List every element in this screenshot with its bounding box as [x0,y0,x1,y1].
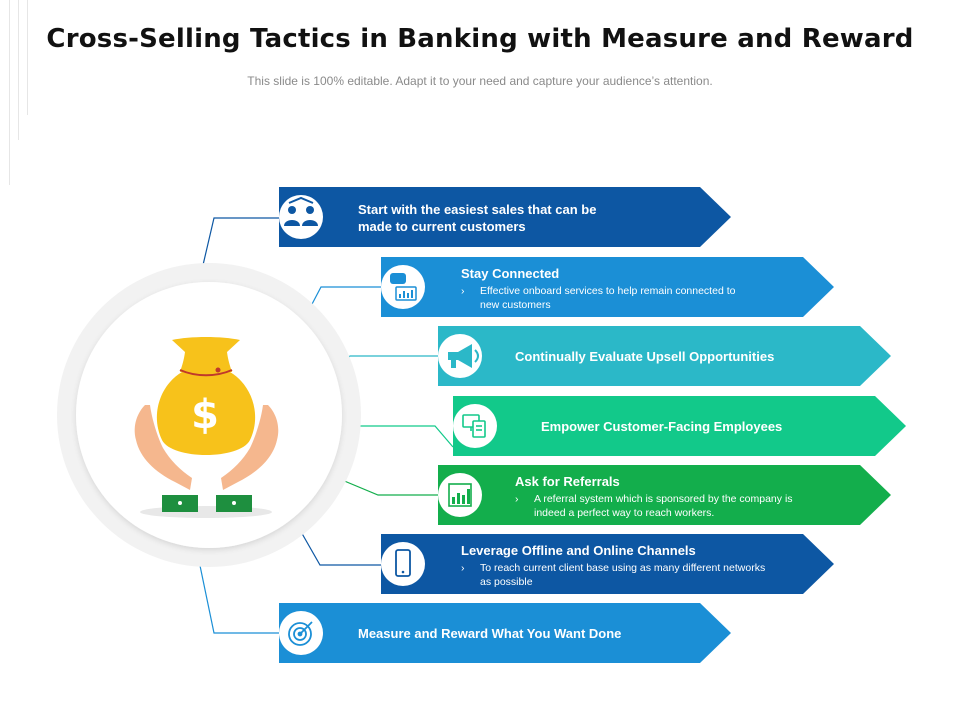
item-7-text: Measure and Reward What You Want Done [358,625,678,642]
connector-7 [197,555,279,634]
item-2-bullet: › Effective onboard services to help rem… [461,284,751,312]
item-1-text: Start with the easiest sales that can be… [358,201,608,235]
decorative-line-1 [9,0,10,185]
banner-6 [381,534,834,594]
people-connect-icon [284,196,318,226]
chat-chart-icon [390,273,417,301]
connector-6 [295,522,381,566]
decorative-line-3 [27,0,28,115]
connector-5 [329,474,438,496]
megaphone-icon [448,344,479,368]
chevron-right-icon: › [515,493,519,505]
banner-1 [279,187,731,247]
dollar-symbol: $ [191,392,219,438]
item-1-title: Start with the easiest sales that can be… [358,202,597,234]
connector-4 [340,425,454,448]
item-5-bullet-text: A referral system which is sponsored by … [534,493,793,519]
item-3-title: Continually Evaluate Upsell Opportunitie… [515,349,775,364]
chevron-right-icon: › [461,562,465,574]
item-3-text: Continually Evaluate Upsell Opportunitie… [515,348,845,365]
item-6-bullet: › To reach current client base using as … [461,561,771,589]
slide-title: Cross-Selling Tactics in Banking with Me… [46,24,914,54]
item-7-title: Measure and Reward What You Want Done [358,626,622,641]
target-icon [288,621,313,646]
item-5-title: Ask for Referrals [515,474,620,489]
connector-lines [195,217,454,634]
money-bag-hands-icon: $ [134,337,279,518]
item-2-bullet-text: Effective onboard services to help remai… [480,285,736,311]
bar-chart-icon [448,483,472,507]
item-5-text: Ask for Referrals › A referral system wh… [515,473,815,520]
item-2-title: Stay Connected [461,266,560,281]
item-4-title: Empower Customer-Facing Employees [541,419,783,434]
item-4-text: Empower Customer-Facing Employees [541,418,861,435]
decorative-line-2 [18,0,19,140]
item-6-text: Leverage Offline and Online Channels › T… [461,542,771,589]
chevron-right-icon: › [461,285,465,297]
item-6-bullet-text: To reach current client base using as ma… [480,562,766,588]
item-2-text: Stay Connected › Effective onboard servi… [461,265,751,312]
item-6-title: Leverage Offline and Online Channels [461,543,696,558]
item-5-bullet: › A referral system which is sponsored b… [515,492,815,520]
devices-icon [462,414,486,438]
mobile-phone-icon [395,549,411,577]
slide-subtitle: This slide is 100% editable. Adapt it to… [247,74,713,88]
